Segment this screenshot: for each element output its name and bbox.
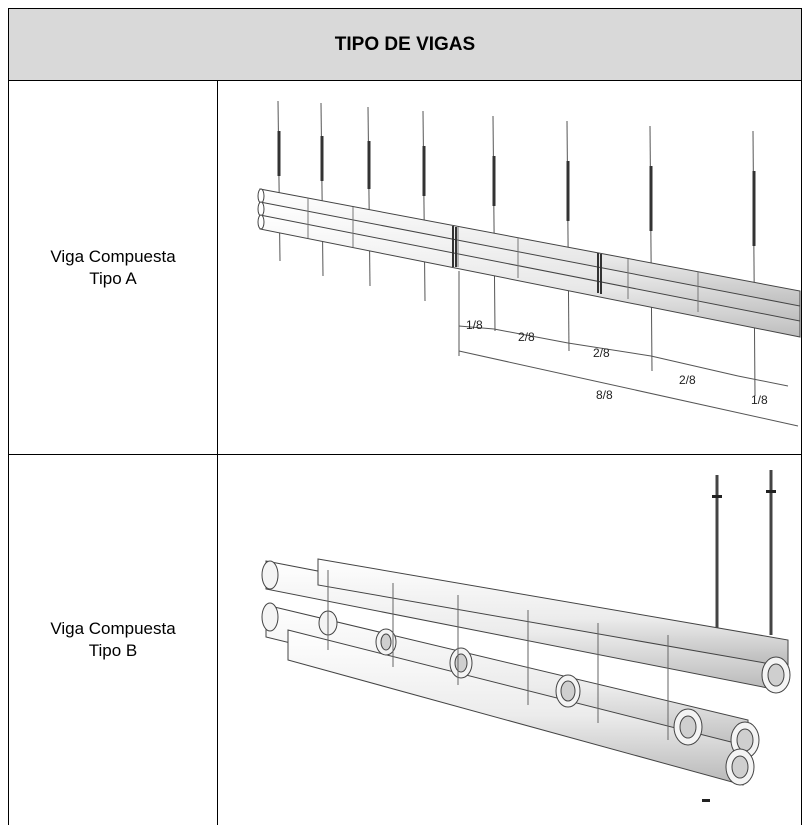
dimension-labels: 1/8 2/8 2/8 2/8 1/8 8/8 [466,318,768,407]
row-label-line1: Viga Compuesta [50,619,176,638]
dimension-lines [458,271,799,427]
dimension-label: 1/8 [466,318,483,332]
table-row-tipo-a: Viga Compuesta Tipo A [8,81,802,455]
dimension-label: 2/8 [518,330,535,344]
row-label-cell: Viga Compuesta Tipo A [9,81,218,454]
threaded-sections [277,131,756,246]
dimension-label: 2/8 [679,373,696,387]
bamboo-pipes [261,558,791,802]
table-header: TIPO DE VIGAS [8,8,802,81]
row-label-line1: Viga Compuesta [50,246,176,266]
dimension-label: 2/8 [593,346,610,360]
vigas-table: TIPO DE VIGAS Viga Compuesta Tipo A [8,8,802,825]
table-row-tipo-b: Viga Compuesta Tipo B [8,455,802,825]
beam-type-b-illustration [218,455,801,825]
row-label-line2: Tipo A [89,268,137,288]
dimension-label: 1/8 [751,393,768,407]
bamboo-pipes [257,188,801,338]
beam-type-a-illustration: 1/8 2/8 2/8 2/8 1/8 8/8 [218,81,801,454]
dimension-label: 8/8 [596,388,613,402]
hanger-rods [712,470,776,645]
row-label-cell: Viga Compuesta Tipo B [9,455,218,825]
beam-type-a-drawing: 1/8 2/8 2/8 2/8 1/8 8/8 [257,100,801,427]
beam-type-b-drawing [261,470,791,802]
row-label-line2: Tipo B [88,641,138,660]
table-title: TIPO DE VIGAS [334,33,476,55]
